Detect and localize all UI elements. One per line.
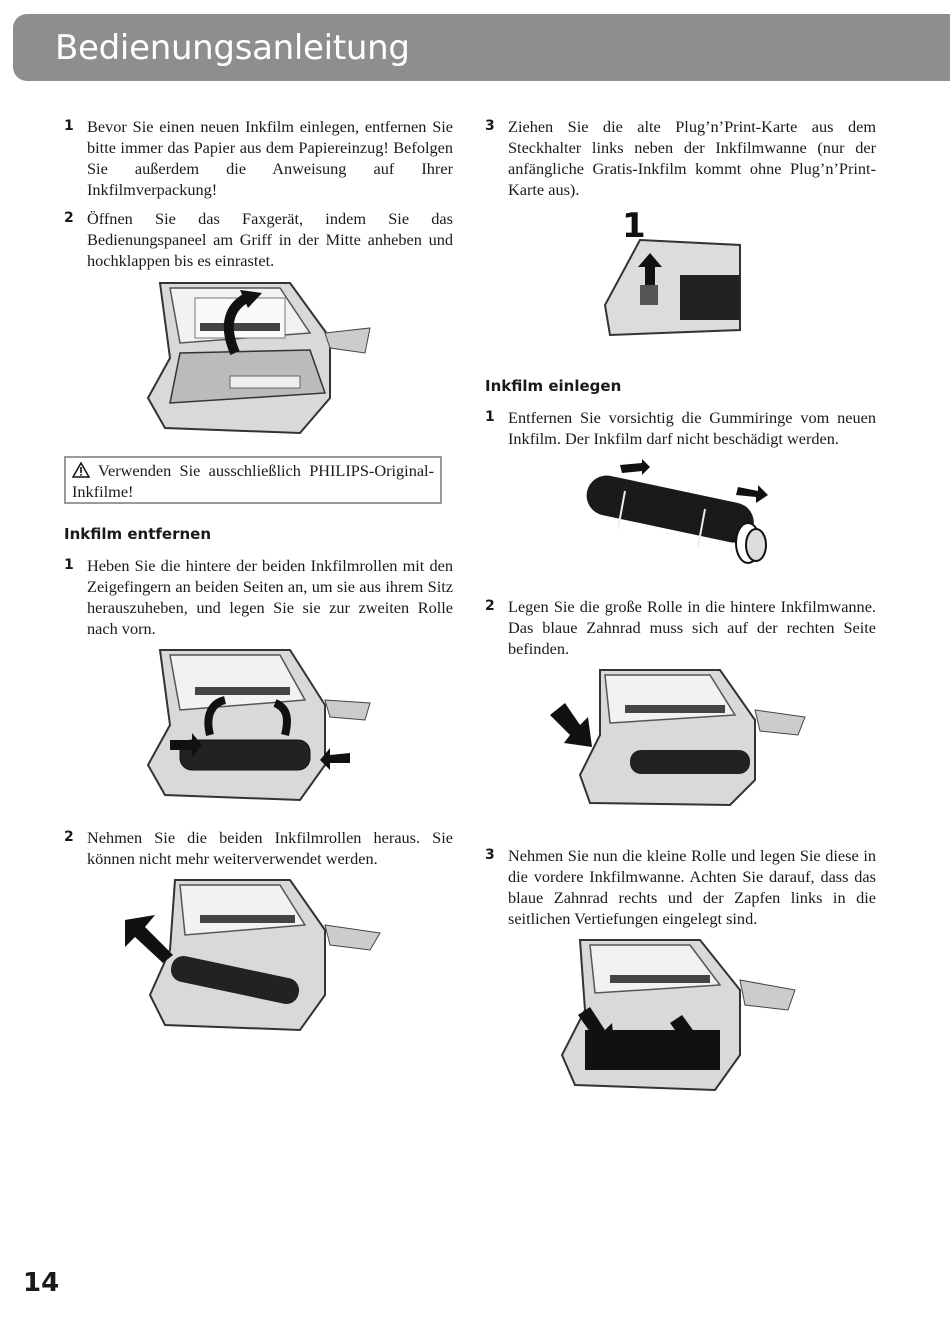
step-number: 2 — [64, 210, 74, 226]
step-text: Ziehen Sie die alte Plug’n’Print-Karte a… — [508, 117, 876, 199]
page-number: 14 — [23, 1268, 60, 1298]
step-text: Nehmen Sie die beiden Inkfilmrollen hera… — [87, 828, 453, 868]
illustration-fax-opened — [146, 282, 371, 435]
section-heading-remove: Inkfilm entfernen — [64, 525, 211, 543]
illustration-new-inkfilm — [586, 459, 768, 564]
step-text: Legen Sie die große Rolle in die hintere… — [508, 597, 876, 658]
step-text: Entfernen Sie vorsichtig die Gummiringe … — [508, 408, 876, 448]
warning-triangle-icon — [72, 462, 90, 478]
page-title: Bedienungsanleitung — [55, 28, 410, 68]
illustration-lift-rear-roll — [146, 649, 371, 802]
step-number: 2 — [485, 598, 495, 614]
step-number: 1 — [64, 557, 74, 573]
callout-number: 1 — [622, 206, 646, 246]
step-number: 2 — [64, 829, 74, 845]
step-number: 3 — [485, 847, 495, 863]
step-text: Heben Sie die hintere der beiden Inkfilm… — [87, 556, 453, 638]
step-number: 1 — [64, 118, 74, 134]
step-text: Bevor Sie einen neuen Inkfilm einlegen, … — [87, 117, 453, 199]
section-heading-insert: Inkfilm einlegen — [485, 377, 622, 395]
step-number: 1 — [485, 409, 495, 425]
illustration-remove-rolls — [125, 879, 381, 1032]
warning-note: Verwenden Sie ausschließlich PHILIPS-Ori… — [64, 456, 442, 504]
illustration-pull-card: 1 — [603, 206, 741, 337]
header-bar: Bedienungsanleitung — [13, 14, 950, 81]
illustration-insert-large-roll — [550, 669, 806, 807]
step-text: Öffnen Sie das Faxgerät, indem Sie das B… — [87, 209, 453, 270]
illustration-insert-small-roll — [560, 939, 796, 1092]
warning-text: Verwenden Sie ausschließlich PHILIPS-Ori… — [72, 461, 435, 501]
step-text: Nehmen Sie nun die kleine Rolle und lege… — [508, 846, 876, 928]
step-number: 3 — [485, 118, 495, 134]
